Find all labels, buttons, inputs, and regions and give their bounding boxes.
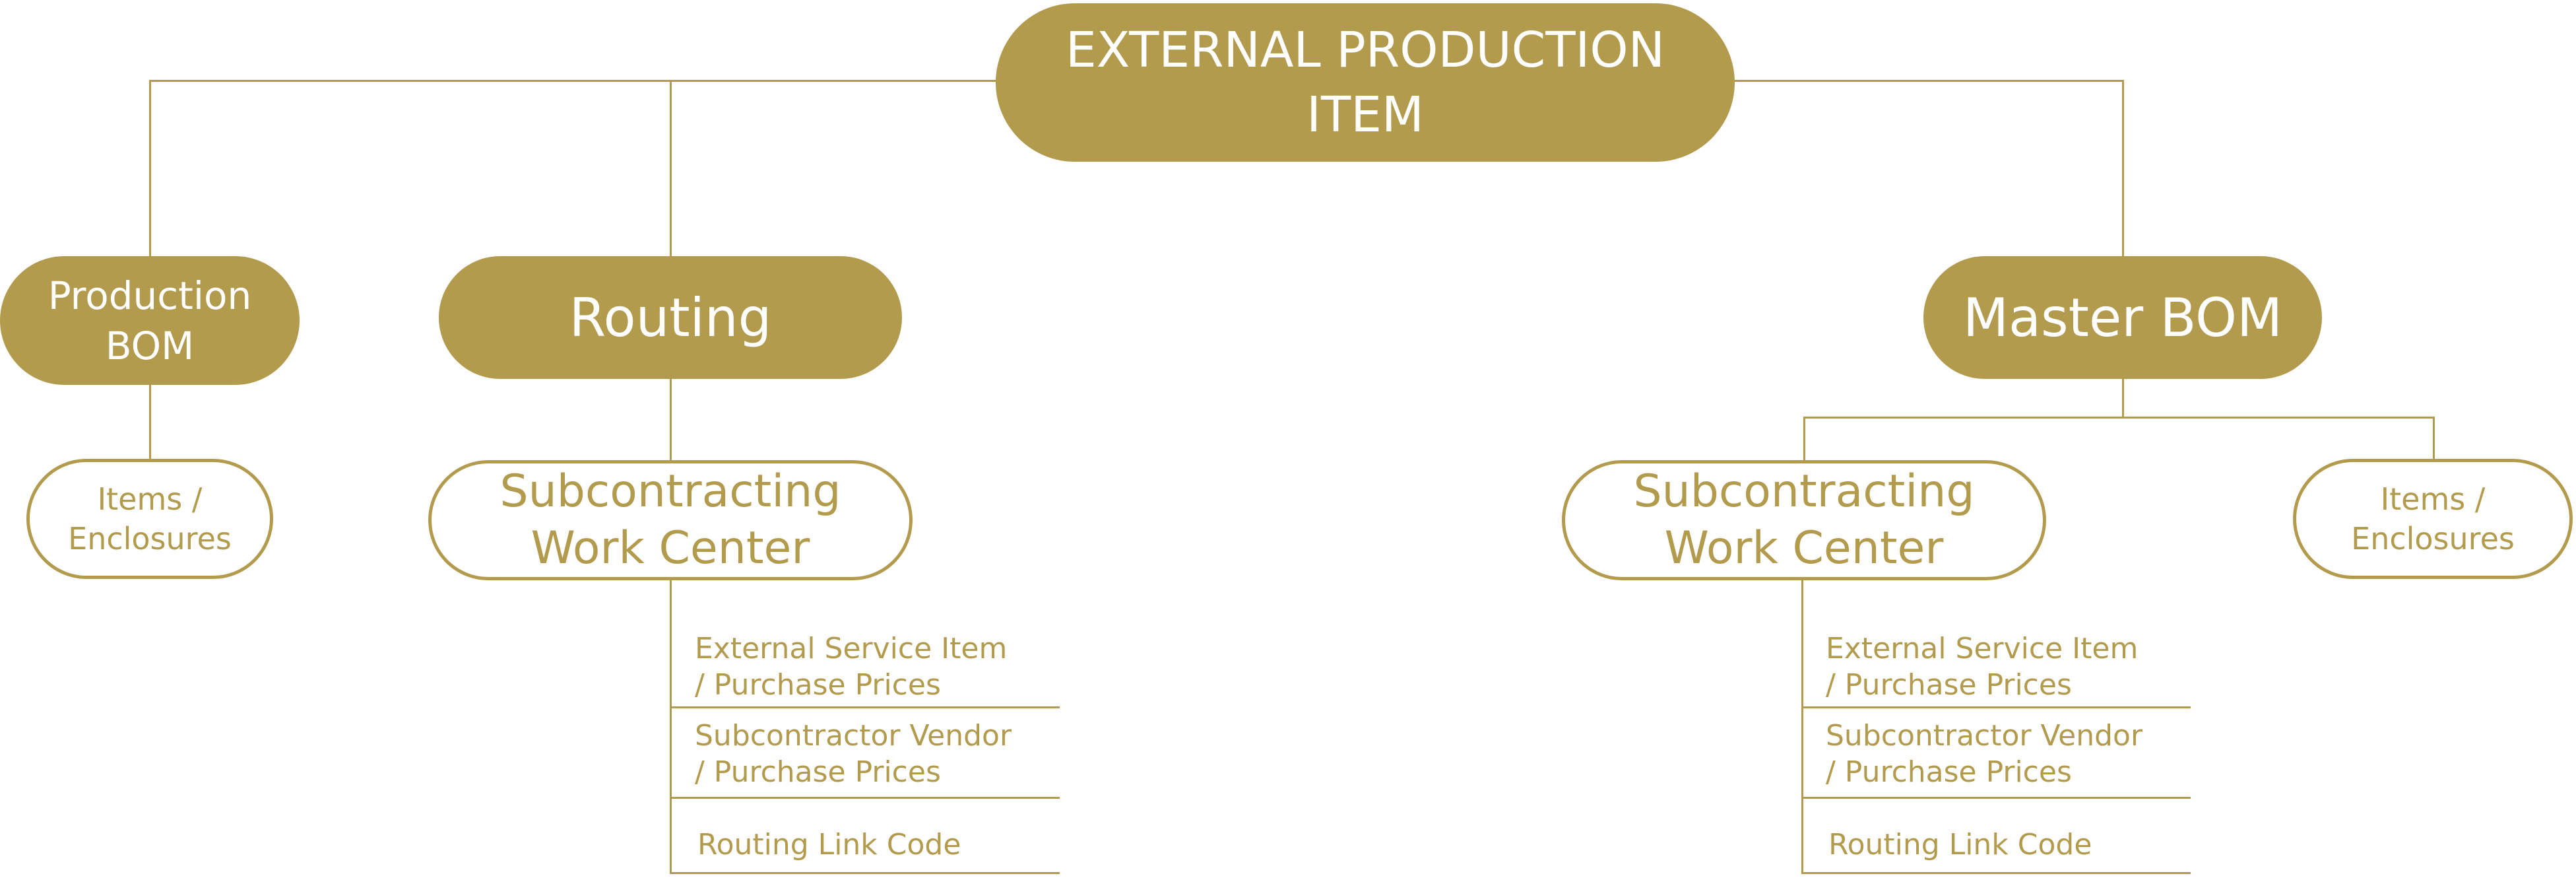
connector-to-routing [670, 80, 672, 257]
master-bom-detail-external-service-item: External Service Item / Purchase Prices [1826, 632, 2139, 702]
connector-to-work-center-right [1803, 417, 1805, 461]
root-node-label: EXTERNAL PRODUCTION ITEM [1066, 22, 1665, 143]
node-routing-label: Routing [569, 287, 772, 349]
connector-master-bom-down [2122, 378, 2124, 418]
node-items-enclosures-left: Items / Enclosures [26, 459, 273, 579]
node-routing: Routing [439, 256, 902, 379]
routing-details-divider [670, 706, 1060, 708]
node-production-bom-label: Production BOM [48, 273, 252, 368]
node-items-enclosures-right-label: Items / Enclosures [2351, 481, 2515, 557]
connector-to-master-bom [2122, 80, 2124, 257]
node-subcontracting-work-center-left: Subcontracting Work Center [428, 460, 913, 580]
node-subcontracting-work-center-right: Subcontracting Work Center [1562, 460, 2046, 580]
connector-master-bom-horizontal [1803, 417, 2433, 419]
node-items-enclosures-right: Items / Enclosures [2293, 459, 2573, 579]
node-items-enclosures-left-label: Items / Enclosures [68, 481, 232, 557]
root-node-external-production-item: EXTERNAL PRODUCTION ITEM [996, 3, 1735, 162]
master-bom-details-divider [1801, 797, 2191, 799]
routing-details-vertical [670, 580, 672, 874]
routing-detail-external-service-item: External Service Item / Purchase Prices [695, 632, 1008, 702]
connector-production-bom-to-items [149, 385, 151, 459]
master-bom-detail-subcontractor-vendor: Subcontractor Vendor / Purchase Prices [1826, 719, 2143, 789]
node-production-bom: Production BOM [0, 256, 300, 385]
routing-detail-subcontractor-vendor: Subcontractor Vendor / Purchase Prices [695, 719, 1012, 789]
master-bom-details-divider [1801, 872, 2191, 874]
master-bom-details-divider [1801, 706, 2191, 708]
connector-to-items-right [2433, 417, 2435, 460]
connector-routing-to-work-center [670, 378, 672, 461]
node-master-bom-label: Master BOM [1962, 287, 2283, 349]
routing-details-divider [670, 797, 1060, 799]
routing-detail-routing-link-code: Routing Link Code [697, 828, 961, 862]
node-master-bom: Master BOM [1923, 256, 2322, 379]
routing-details-divider [670, 872, 1060, 874]
master-bom-details-vertical [1801, 580, 1803, 874]
master-bom-detail-routing-link-code: Routing Link Code [1828, 828, 2092, 862]
connector-to-production-bom [149, 80, 151, 257]
node-subcontracting-work-center-left-label: Subcontracting Work Center [499, 465, 841, 574]
node-subcontracting-work-center-right-label: Subcontracting Work Center [1633, 465, 1975, 574]
